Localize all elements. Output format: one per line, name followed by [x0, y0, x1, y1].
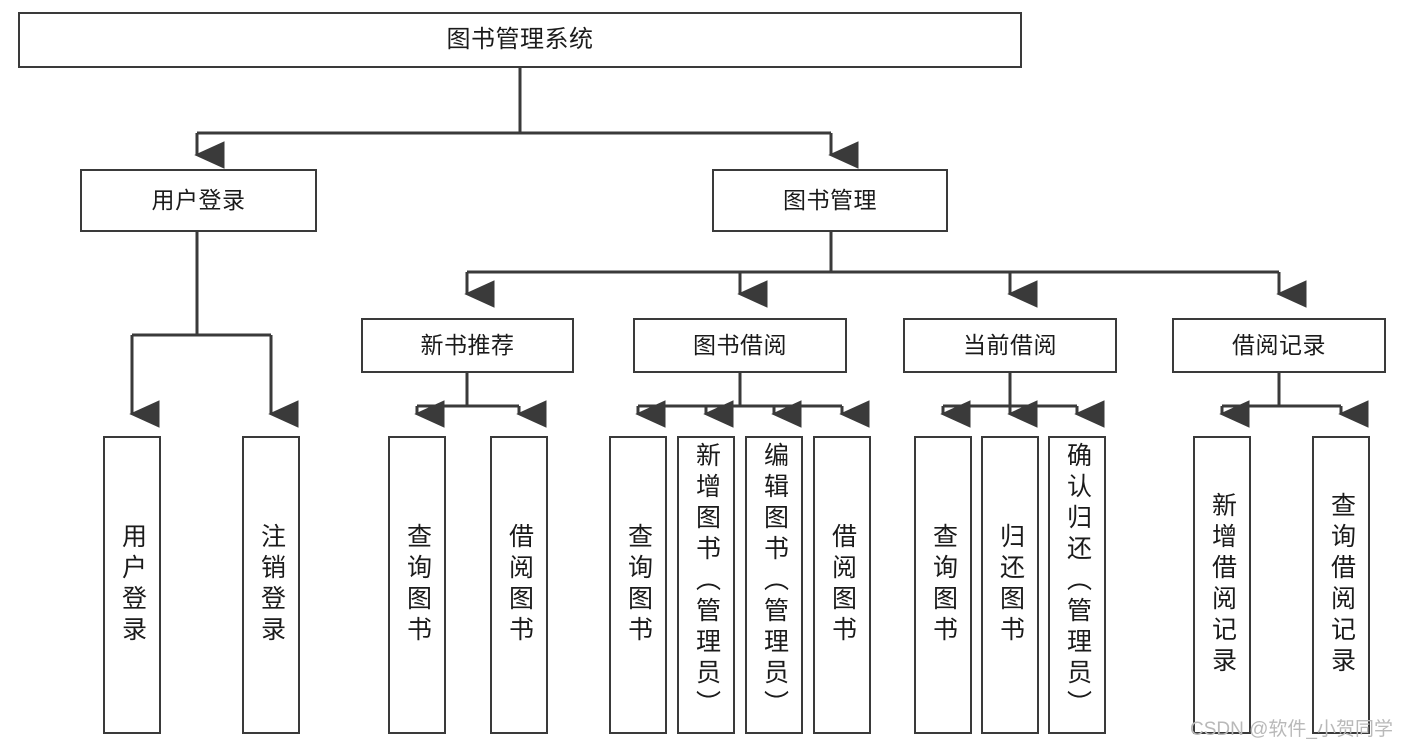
node-label: 查询图书	[929, 523, 958, 647]
leaf-borrow-books-borrowing[interactable]: 借阅图书	[813, 436, 871, 734]
leaf-query-borrow-record[interactable]: 查询借阅记录	[1312, 436, 1370, 734]
node-label: 当前借阅	[963, 332, 1057, 359]
leaf-borrow-books-recommend[interactable]: 借阅图书	[490, 436, 548, 734]
node-label: 用户登录	[151, 187, 246, 214]
leaf-user-login[interactable]: 用户登录	[103, 436, 161, 734]
leaf-add-book-admin[interactable]: 新增图书（管理员）	[677, 436, 735, 734]
node-label: 图书借阅	[693, 332, 787, 359]
node-label: 借阅图书	[505, 523, 534, 647]
node-root-book-management-system[interactable]: 图书管理系统	[18, 12, 1022, 68]
node-user-login[interactable]: 用户登录	[80, 169, 317, 232]
node-label: 新书推荐	[420, 332, 515, 359]
node-book-management[interactable]: 图书管理	[712, 169, 948, 232]
node-label: 确认归还（管理员）	[1063, 442, 1092, 721]
node-label: 新增借阅记录	[1208, 492, 1237, 678]
leaf-edit-book-admin[interactable]: 编辑图书（管理员）	[745, 436, 803, 734]
node-label: 查询借阅记录	[1327, 492, 1356, 678]
node-label: 新增图书（管理员）	[692, 442, 721, 721]
node-label: 查询图书	[624, 523, 653, 647]
leaf-query-books-borrowing[interactable]: 查询图书	[609, 436, 667, 734]
node-label: 图书管理	[783, 187, 877, 214]
leaf-add-borrow-record[interactable]: 新增借阅记录	[1193, 436, 1251, 734]
node-label: 借阅图书	[828, 523, 857, 647]
node-label: 借阅记录	[1232, 332, 1326, 359]
leaf-query-books-recommend[interactable]: 查询图书	[388, 436, 446, 734]
leaf-return-books[interactable]: 归还图书	[981, 436, 1039, 734]
leaf-query-books-current[interactable]: 查询图书	[914, 436, 972, 734]
node-label: 用户登录	[118, 523, 147, 647]
node-book-borrowing[interactable]: 图书借阅	[633, 318, 847, 373]
node-label: 归还图书	[996, 523, 1025, 647]
leaf-confirm-return-admin[interactable]: 确认归还（管理员）	[1048, 436, 1106, 734]
node-new-book-recommendation[interactable]: 新书推荐	[361, 318, 574, 373]
node-label: 图书管理系统	[446, 26, 594, 54]
watermark: CSDN @软件_小贺同学	[1190, 719, 1393, 740]
node-label: 注销登录	[257, 523, 286, 647]
leaf-logout[interactable]: 注销登录	[242, 436, 300, 734]
node-label: 编辑图书（管理员）	[760, 442, 789, 721]
node-label: 查询图书	[403, 523, 432, 647]
node-current-borrowing[interactable]: 当前借阅	[903, 318, 1117, 373]
node-borrow-records[interactable]: 借阅记录	[1172, 318, 1386, 373]
